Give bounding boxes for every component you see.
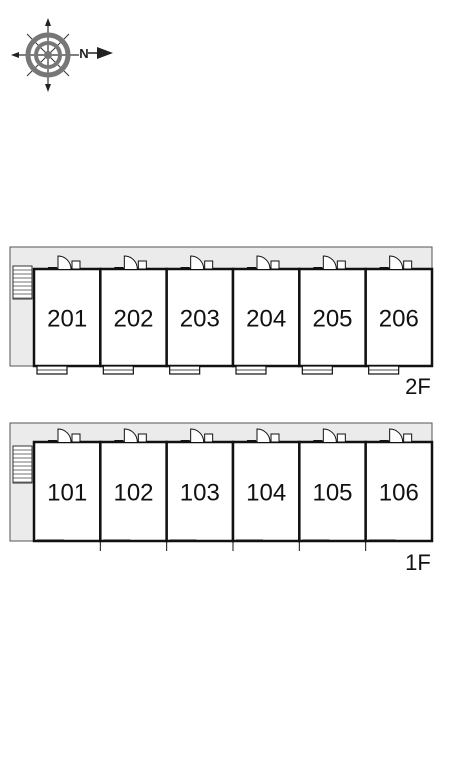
unit-201: 201	[32, 255, 102, 375]
unit-room	[99, 440, 168, 543]
balcony-icon	[169, 365, 201, 375]
compass-rose-icon: N	[11, 18, 113, 92]
unit-101: 101	[32, 428, 102, 543]
door-icon	[313, 428, 346, 443]
unit-room	[231, 440, 301, 543]
unit-number-101: 101	[47, 480, 87, 507]
unit-204: 204	[231, 255, 301, 375]
balcony-icon	[301, 365, 333, 375]
balcony-icon	[235, 365, 267, 375]
door-icon	[379, 428, 413, 443]
unit-number-204: 204	[246, 306, 286, 333]
door-icon	[379, 255, 413, 270]
unit-104: 104	[231, 428, 301, 551]
unit-205: 205	[298, 255, 367, 375]
north-arrow-icon	[97, 47, 113, 59]
unit-202: 202	[99, 255, 168, 375]
door-icon	[180, 255, 214, 270]
floor-1f: 101 102 103 104 105 106 1F	[9, 422, 434, 575]
unit-number-201: 201	[47, 306, 87, 333]
unit-room	[231, 267, 301, 368]
staircase-icon	[12, 265, 33, 300]
door-icon	[313, 255, 346, 270]
balcony-icon	[368, 365, 400, 375]
unit-number-205: 205	[312, 306, 352, 333]
door-icon	[247, 255, 280, 270]
door-icon	[114, 428, 147, 443]
unit-number-202: 202	[113, 306, 153, 333]
unit-203: 203	[165, 255, 235, 375]
unit-105: 105	[298, 428, 367, 551]
unit-number-203: 203	[180, 306, 220, 333]
door-icon	[247, 428, 280, 443]
unit-103: 103	[165, 428, 235, 551]
unit-206: 206	[364, 255, 434, 375]
door-icon	[48, 428, 81, 443]
unit-number-105: 105	[312, 480, 352, 507]
unit-number-103: 103	[180, 480, 220, 507]
unit-102: 102	[99, 428, 168, 551]
unit-number-206: 206	[379, 306, 419, 333]
balcony-icon	[36, 365, 68, 375]
unit-room	[364, 440, 434, 543]
floor-label: 2F	[405, 374, 431, 399]
unit-number-102: 102	[113, 480, 153, 507]
unit-number-104: 104	[246, 480, 286, 507]
north-label: N	[79, 46, 88, 61]
balcony-icon	[102, 365, 134, 375]
staircase-icon	[12, 445, 33, 484]
unit-room	[32, 267, 102, 368]
door-icon	[48, 255, 81, 270]
door-icon	[114, 255, 147, 270]
floor-label: 1F	[405, 550, 431, 575]
unit-number-106: 106	[379, 480, 419, 507]
unit-106: 106	[364, 428, 434, 551]
floor-2f: 201 202 203 204 205 206 2F	[9, 246, 434, 399]
door-icon	[180, 428, 214, 443]
